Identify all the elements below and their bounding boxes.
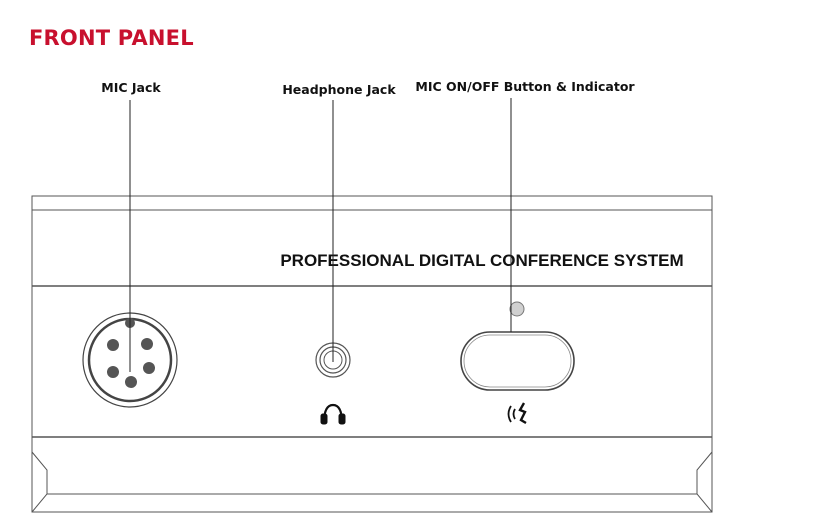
callout-leader-lines xyxy=(129,98,512,372)
page-title: FRONT PANEL xyxy=(29,26,194,50)
mic-jack-label: MIC Jack xyxy=(101,80,161,95)
panel-brand-text: PROFESSIONAL DIGITAL CONFERENCE SYSTEM xyxy=(280,251,683,270)
mic-on-off-button[interactable] xyxy=(460,331,575,391)
headphone-jack-label: Headphone Jack xyxy=(282,82,396,97)
microphone-speak-icon xyxy=(507,402,527,425)
mic-indicator-led xyxy=(509,301,525,317)
mic-button-label: MIC ON/OFF Button & Indicator xyxy=(415,79,635,94)
panel-outline xyxy=(31,195,713,513)
headphone-icon xyxy=(320,403,346,425)
